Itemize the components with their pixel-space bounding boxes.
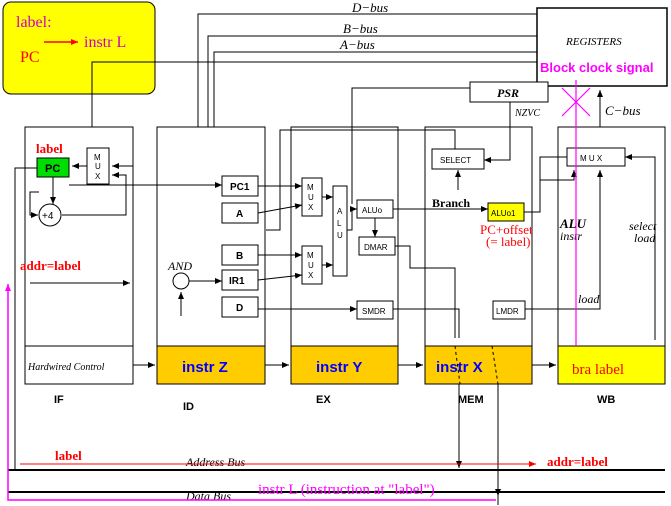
ex-mux2-x: X <box>308 271 314 280</box>
c-bus-label: C−bus <box>605 103 641 118</box>
ir1-register: IR1 <box>229 276 245 287</box>
plus4-adder <box>38 203 62 227</box>
if-mux-m: M <box>94 153 101 162</box>
b-register: B <box>236 251 243 262</box>
bottom-label: label <box>55 448 82 463</box>
select-load-line1: select <box>629 219 657 233</box>
mem-stage-name: MEM <box>458 394 484 406</box>
aluo-text: ALUo <box>362 206 383 215</box>
select-text: SELECT <box>440 156 471 165</box>
and-label: AND <box>167 259 192 273</box>
b-bus-label: B−bus <box>343 21 378 36</box>
alu-unit <box>332 185 348 277</box>
if-addr-label: addr=label <box>20 258 81 273</box>
load-label: load <box>578 292 600 306</box>
alu-a: A <box>337 207 343 216</box>
wb-mux-text: M U X <box>580 154 603 163</box>
ex-wiring <box>257 87 488 338</box>
instr-bars <box>156 345 666 385</box>
eq-label: (= label) <box>486 234 531 249</box>
and-gate <box>172 272 190 290</box>
ex-mux1-u: U <box>308 193 314 202</box>
lmdr-register <box>492 300 526 320</box>
bottom-buses <box>8 384 665 505</box>
instr-dashes <box>454 345 499 385</box>
instr-l-path <box>5 284 496 501</box>
pc-text: PC <box>45 163 60 175</box>
d-bus-label: D−bus <box>351 0 388 15</box>
dmar-text: DMAR <box>364 243 388 252</box>
instr-l-label: instr L (instruction at "label") <box>258 482 435 498</box>
a-bus-label: A−bus <box>339 37 375 52</box>
ex-mux1-x: X <box>308 203 314 212</box>
psr-box: PSR NZVC <box>469 81 549 119</box>
ex-stage-name: EX <box>316 394 331 406</box>
legend-box: label: PC instr L <box>2 1 156 95</box>
alu-instr-line2: instr <box>560 229 582 243</box>
registers-title: REGISTERS <box>565 36 622 48</box>
bottom-addr: addr=label <box>547 454 608 469</box>
smdr-register <box>356 300 394 320</box>
legend-label: label: <box>16 14 52 31</box>
hardwired-control: Hardwired Control <box>27 362 105 373</box>
wb-wiring <box>539 154 656 340</box>
a-register: A <box>236 209 243 220</box>
psr-label: PSR <box>497 86 519 100</box>
data-bus-label: Data Bus <box>185 489 231 503</box>
instr-z: instr Z <box>182 359 228 376</box>
alu-instr-line1: ALU <box>559 216 587 231</box>
instr-y: instr Y <box>316 359 362 376</box>
bra-label: bra label <box>572 362 624 378</box>
id-registers: PC1 A B IR1 D <box>221 175 259 318</box>
alu-l: L <box>337 219 342 228</box>
if-wiring <box>14 163 222 470</box>
ex-mux2-m: M <box>307 251 314 260</box>
pc1-register: PC1 <box>230 182 250 193</box>
alu-u: U <box>337 231 343 240</box>
if-mux-x: X <box>95 172 101 181</box>
branch-label: Branch <box>432 196 470 210</box>
legend-instr: instr L <box>84 34 126 51</box>
id-stage-box <box>156 126 266 385</box>
lmdr-text: LMDR <box>496 307 519 316</box>
registers-box: REGISTERS Block clock signal <box>536 7 668 87</box>
d-register: D <box>236 303 243 314</box>
block-signal-path <box>561 80 591 346</box>
if-label: label <box>36 141 63 156</box>
ex-mux1-m: M <box>307 183 314 192</box>
wb-stage-name: WB <box>597 394 615 406</box>
pc-offset-label: PC+offset <box>480 222 533 237</box>
smdr-text: SMDR <box>362 307 386 316</box>
id-stage-name: ID <box>183 401 194 413</box>
instr-x: instr X <box>436 359 483 376</box>
nzvc-label: NZVC <box>514 108 540 119</box>
if-stage-name: IF <box>54 394 64 406</box>
block-clock-signal: Block clock signal <box>540 60 653 75</box>
ex-mux2-u: U <box>308 261 314 270</box>
mem-stage-box <box>424 126 533 385</box>
aluo1-text: ALUo1 <box>491 209 516 218</box>
address-bus-label: Address Bus <box>185 455 246 469</box>
legend-pc: PC <box>20 49 40 66</box>
select-load-line2: load <box>634 231 656 245</box>
if-mux-u: U <box>95 162 101 171</box>
plus4-text: +4 <box>42 211 54 222</box>
